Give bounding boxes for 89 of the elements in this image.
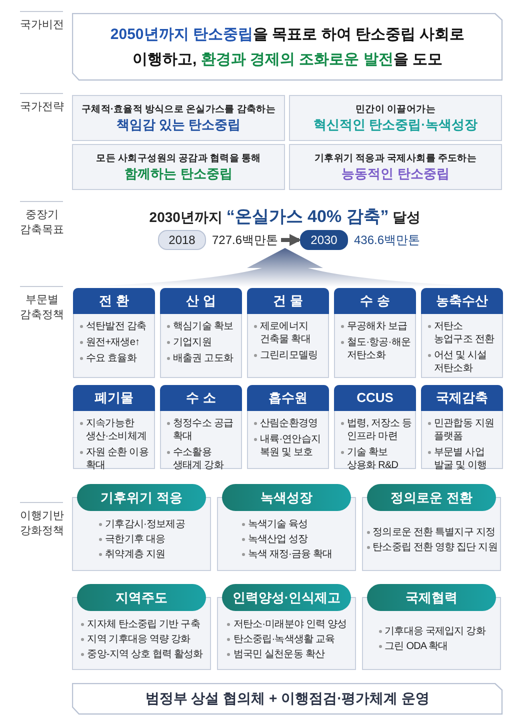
section-label: 부문별 감축정책 <box>19 293 65 323</box>
bullet-item: 녹색 재정·금융 확대 <box>240 548 332 561</box>
sector-header: CCUS <box>334 385 416 411</box>
sector-card <box>160 288 242 378</box>
sector-header: 건 물 <box>247 288 329 314</box>
sector-header: 수 송 <box>334 288 416 314</box>
bullet-item: 중앙-지역 상호 협력 활성화 <box>80 648 203 660</box>
bullet-item: 녹색기술 육성 <box>240 518 332 531</box>
bullet-item: 수요 효율화 <box>79 352 152 365</box>
bullet-item: 그린리모델링 <box>253 349 326 362</box>
section-label: 국가비전 <box>19 18 65 33</box>
bullet-item: 지속가능한 생산·소비체계 <box>79 417 152 443</box>
bullet-item: 법령, 저장소 등 인프라 마련 <box>340 417 413 443</box>
bullet-item: 극한기후 대응 <box>98 533 185 546</box>
subtitle-text: 모든 사회구성원의 공감과 협력을 통해 <box>96 152 261 164</box>
strategy-heading: 혁신적인 탄소중립·녹색성장 <box>314 116 478 134</box>
statement-box: 2050년까지 탄소중립을 목표로 하여 탄소중립 사회로 이행하고, 환경과 경제의 조화로운 발전을 도모 <box>72 13 503 81</box>
sector-card <box>334 385 416 469</box>
bullet-item: 부문별 사업 발굴 및 이행 <box>427 446 500 472</box>
sector-header: 전 환 <box>73 288 155 314</box>
sector-header: 국제감축 <box>421 385 503 411</box>
section-label: 이행기반 강화정책 <box>19 509 65 539</box>
sector-header: 폐기물 <box>73 385 155 411</box>
heading-pill: 정의로운 전환 <box>367 484 496 511</box>
heading-pill: 인력양성·인식제고 <box>222 584 351 611</box>
strategy-box <box>289 144 502 190</box>
section-label: 국가전략 <box>19 100 65 115</box>
year-pill: 2030 <box>300 230 348 250</box>
sector-card <box>334 288 416 378</box>
bullet-item: 자원 순환 이용 확대 <box>79 446 152 472</box>
bullet-item: 기후대응 국제입지 강화 <box>378 625 486 638</box>
bullet-item: 산림순환경영 <box>253 417 326 430</box>
sector-header: 흡수원 <box>247 385 329 411</box>
sector-card <box>160 385 242 469</box>
bullet-item: 청정수소 공급 확대 <box>166 417 239 443</box>
bullet-item: 석탄발전 감축 <box>79 320 152 333</box>
sector-header: 수 소 <box>160 385 242 411</box>
subtitle-text: 기후위기 적응과 국제사회를 주도하는 <box>314 152 477 164</box>
heading-pill: 국제협력 <box>367 584 496 611</box>
bullet-item: 취약계층 지원 <box>98 548 185 561</box>
strategy-heading: 책임감 있는 탄소중립 <box>116 116 241 134</box>
strategy-box <box>72 95 285 141</box>
heading-pill: 녹색성장 <box>222 484 351 511</box>
bullet-item: 내륙·연안습지 복원 및 보호 <box>253 433 326 459</box>
strategy-box <box>72 144 285 190</box>
sector-card <box>73 288 155 378</box>
subtitle-text: 구체적·효율적 방식으로 온실가스를 감축하는 <box>81 102 276 116</box>
arrow <box>281 234 302 246</box>
bullet-item: 무공해차 보급 <box>340 320 413 333</box>
sector-header: 산 업 <box>160 288 242 314</box>
bullet-item: 핵심기술 확보 <box>166 320 239 333</box>
statement-box: 범정부 상설 협의체 + 이행점검·평가체계 운영 <box>72 683 503 715</box>
bullet-item: 지자체 탄소중립 기반 구축 <box>80 618 203 630</box>
section-label: 중장기 감축목표 <box>19 208 65 238</box>
strategy-heading: 함께하는 탄소중립 <box>124 164 232 182</box>
strategy-heading: 능동적인 탄소중립 <box>342 164 450 182</box>
sector-header: 농축수산 <box>421 288 503 314</box>
sector-card <box>421 385 503 469</box>
heading-pill: 지역주도 <box>77 584 206 611</box>
bullet-item: 녹색산업 성장 <box>240 533 332 546</box>
bullet-item: 정의로운 전환 특별지구 지정 <box>366 526 498 538</box>
bullet-item: 지역 기후대응 역량 강화 <box>80 632 203 646</box>
bullet-item: 기후감시·정보제공 <box>98 518 185 531</box>
goal-heading: 2030년까지 “온실가스 40% 감축” 달성 <box>148 206 422 228</box>
bullet-item: 민관합동 지원 플랫폼 <box>427 417 500 443</box>
year-pill: 2018 <box>158 230 206 250</box>
bullet-item: 제로에너지 건축물 확대 <box>253 320 326 346</box>
bullet-item: 범국민 실천운동 확산 <box>226 648 347 660</box>
bullet-item: 수소활용 생태계 강화 <box>166 446 239 472</box>
bullet-item: 저탄소·미래분야 인력 양성 <box>226 618 347 630</box>
subtitle-text: 민간이 이끌어가는 <box>356 102 436 116</box>
sector-card <box>73 385 155 469</box>
bullet-item: 기술 확보 상용화 R&D <box>340 446 413 472</box>
bullet-item: 철도·항공·해운 저탄소화 <box>340 336 413 362</box>
bullet-item: 배출권 고도화 <box>166 352 239 365</box>
sector-card <box>247 288 329 378</box>
bullet-item: 탄소중립·녹색생활 교육 <box>226 632 347 646</box>
bullet-item: 원전+재생e↑ <box>79 336 152 349</box>
bullet-item: 저탄소 농업구조 전환 <box>427 320 500 346</box>
heading-pill: 기후위기 적응 <box>77 484 206 511</box>
bullet-item: 어선 및 시설 저탄소화 <box>427 349 500 375</box>
sector-card <box>247 385 329 469</box>
bullet-item: 그린 ODA 확대 <box>378 640 486 653</box>
strategy-box <box>289 95 502 141</box>
sector-card <box>421 288 503 378</box>
amount-text: 727.6백만톤 <box>212 232 278 248</box>
amount-text: 436.6백만톤 <box>354 232 420 248</box>
bullet-item: 기업지원 <box>166 336 239 349</box>
bullet-item: 탄소중립 전환 영향 집단 지원 <box>366 540 498 554</box>
